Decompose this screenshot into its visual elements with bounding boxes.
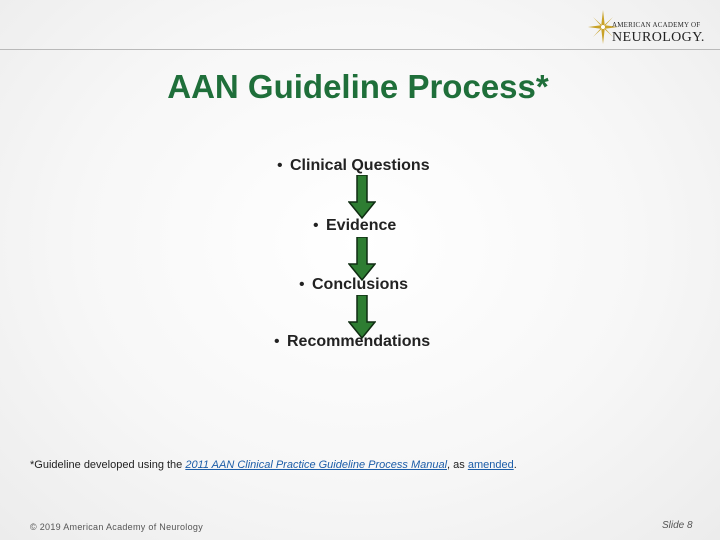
- slide-number: Slide 8: [662, 520, 693, 531]
- aan-logo: AMERICAN ACADEMY OF NEUROLOGY.: [588, 10, 716, 52]
- amended-link[interactable]: amended: [467, 459, 514, 471]
- copyright: © 2019 American Academy of Neurology: [30, 522, 204, 532]
- bullet: •: [277, 157, 283, 174]
- step-recommendations: • Recommendations: [274, 333, 430, 351]
- step-label: Clinical Questions: [290, 157, 430, 174]
- step-label: Recommendations: [287, 333, 431, 350]
- logo-text-top: AMERICAN ACADEMY OF: [612, 21, 701, 29]
- step-clinical-questions: • Clinical Questions: [277, 157, 430, 175]
- bullet: •: [274, 333, 280, 350]
- down-arrow-icon: [348, 237, 376, 281]
- step-label: Evidence: [326, 217, 397, 234]
- down-arrow-icon: [348, 295, 376, 339]
- step-label: Conclusions: [312, 276, 409, 293]
- step-conclusions: • Conclusions: [299, 276, 408, 294]
- footnote: *Guideline developed using the 2011 AAN …: [30, 459, 517, 471]
- bullet: •: [313, 217, 319, 234]
- slide-title: AAN Guideline Process*: [167, 68, 549, 105]
- footnote-prefix: *Guideline developed using the: [30, 459, 186, 471]
- sunburst-star-icon: [588, 10, 618, 44]
- bullet: •: [299, 276, 305, 293]
- down-arrow-icon: [348, 175, 376, 219]
- footnote-middle: , as: [447, 459, 468, 471]
- header-divider: [0, 49, 720, 50]
- guideline-manual-link[interactable]: 2011 AAN Clinical Practice Guideline Pro…: [185, 459, 448, 471]
- step-evidence: • Evidence: [313, 217, 396, 235]
- footnote-suffix: .: [513, 459, 517, 471]
- logo-text-main: NEUROLOGY.: [612, 30, 705, 45]
